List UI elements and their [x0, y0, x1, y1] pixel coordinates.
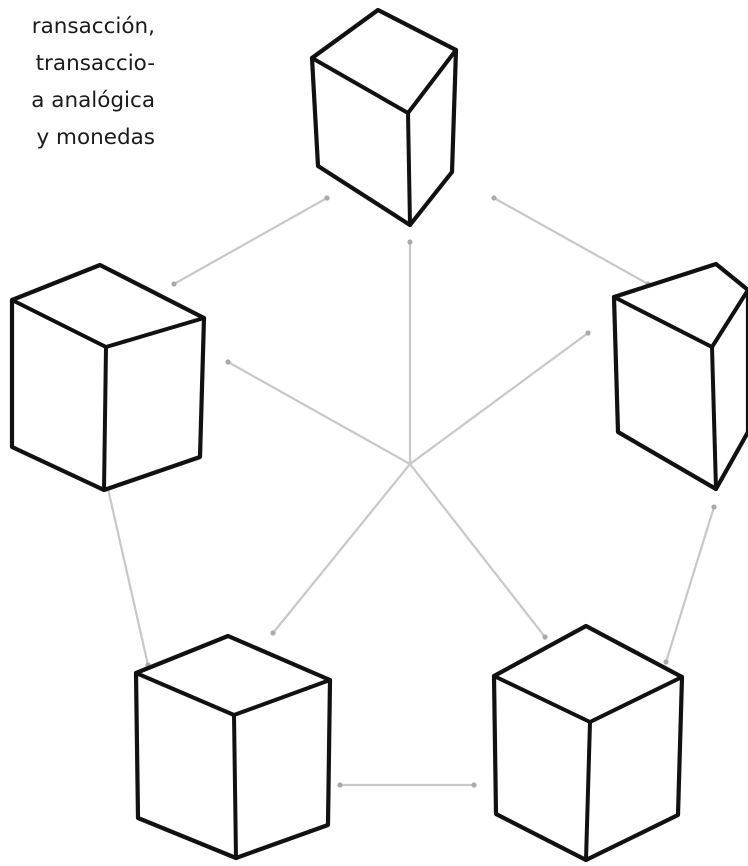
- intro-text-line-4: y monedas: [36, 125, 155, 150]
- cube-front-edge: [102, 345, 108, 492]
- edge-right-center: [408, 331, 590, 466]
- cube-right-cube-icon: [611, 261, 748, 492]
- edge-left-bottom-left: [104, 478, 150, 667]
- edges-layer: [103, 195, 717, 788]
- cube-front-edge: [406, 111, 412, 227]
- edge-bottom-right-center-dot: [542, 634, 548, 640]
- edge-top-center-dot: [407, 239, 413, 245]
- edge-left-center: [226, 360, 412, 466]
- intro-text-line-1: ransacción,: [31, 14, 155, 39]
- cube-front-edge: [232, 713, 238, 860]
- cube-front-edge: [710, 345, 718, 491]
- cube-bottom-right-cube-icon: [491, 623, 685, 863]
- edge-right-bottom-right-dot-start: [711, 504, 717, 510]
- intro-text-line-3: a analógica: [31, 88, 155, 113]
- edge-bottom-left-bottom-right-dot-start: [337, 782, 343, 788]
- edge-top-left-dot-end: [171, 281, 177, 287]
- edge-left-center-dot: [225, 359, 231, 365]
- edge-bottom-right-center: [408, 462, 547, 639]
- edge-top-right: [492, 196, 650, 286]
- edge-bottom-left-center: [271, 462, 412, 635]
- cube-outline: [611, 261, 748, 492]
- edge-bottom-left-center-dot: [270, 630, 276, 636]
- edge-right-center-dot: [585, 330, 591, 336]
- nodes-layer: [9, 7, 748, 863]
- cube-outline: [9, 262, 207, 493]
- intro-text-line-2: transaccio-: [35, 51, 155, 76]
- cube-bottom-left-cube-icon: [133, 633, 333, 861]
- edge-right-bottom-right-dot-end: [663, 659, 669, 665]
- edge-bottom-left-bottom-right-dot-end: [471, 782, 477, 788]
- edge-right-bottom-right: [664, 505, 716, 664]
- cube-left-cube-icon: [9, 262, 207, 493]
- cube-top-cube-icon: [309, 7, 459, 228]
- edge-top-left: [172, 196, 329, 286]
- intro-text: ransacción, transaccio- a analógica y mo…: [0, 8, 155, 156]
- edge-top-right-dot-start: [491, 195, 497, 201]
- edge-top-left-dot-start: [324, 195, 330, 201]
- cube-front-edge: [584, 720, 592, 862]
- cube-outline: [309, 7, 459, 228]
